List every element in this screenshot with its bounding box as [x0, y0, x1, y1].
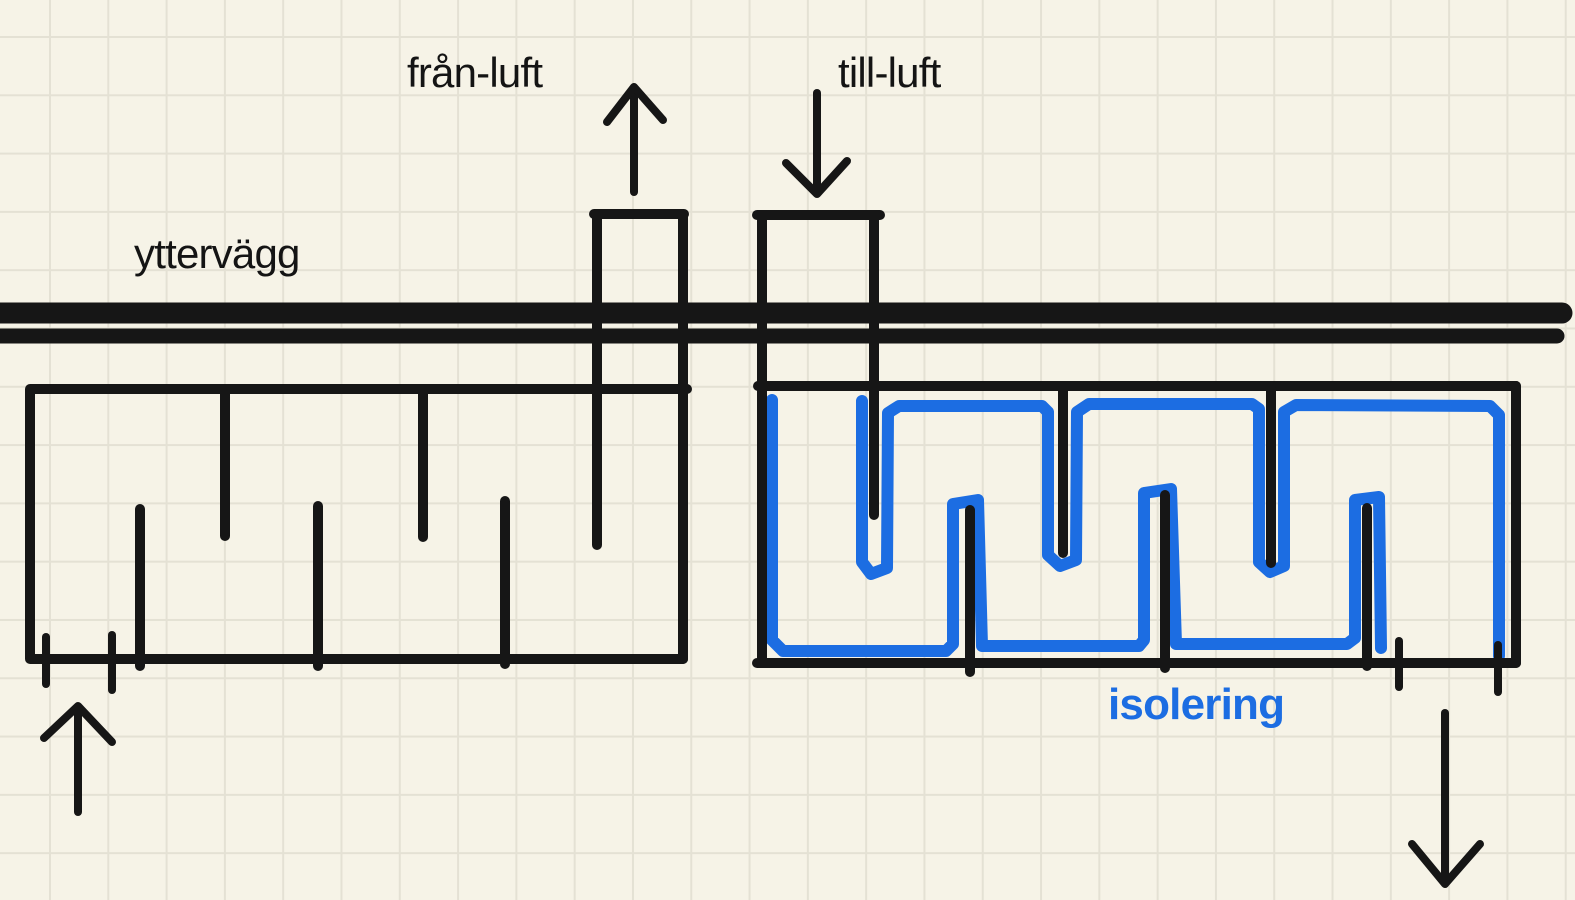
insulation-upper-run: [856, 395, 1505, 662]
insulation-label: isolering: [1108, 680, 1285, 729]
supply-air-down-arrow-icon: [782, 89, 851, 198]
flow-arrows: [40, 83, 1484, 888]
insulation-lower-run: [766, 394, 1387, 657]
exhaust-air-up-arrow-icon: [603, 83, 667, 196]
exhaust-air-label: från-luft: [407, 49, 543, 96]
outer-wall-bars: [0, 302, 1573, 344]
left-exhaust-chamber: [25, 209, 692, 694]
right-supply-chamber: [752, 210, 1521, 696]
intake-air-up-arrow-icon: [40, 702, 116, 816]
left-chamber-outline: [25, 384, 692, 664]
insulation-lining: [766, 394, 1505, 662]
outlet-air-down-arrow-icon: [1408, 709, 1484, 888]
supply-air-label: till-luft: [838, 49, 941, 96]
outer-wall-label: yttervägg: [134, 230, 300, 277]
